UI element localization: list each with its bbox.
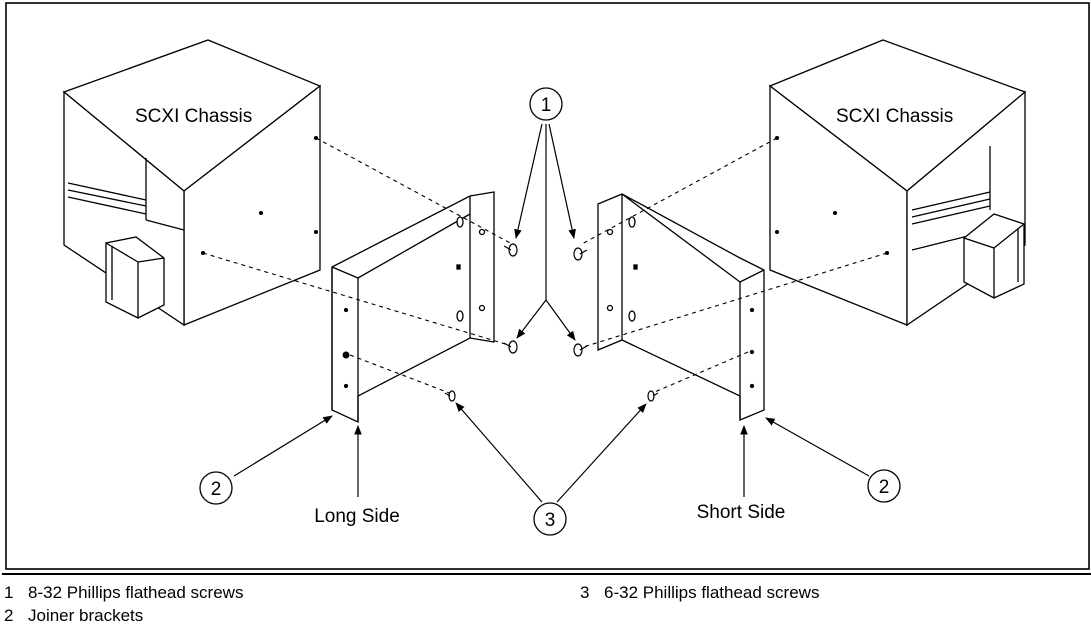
svg-text:1: 1 <box>541 95 552 116</box>
screw-8-32-lower-right <box>573 343 588 357</box>
callout-leaders <box>233 123 870 503</box>
chassis-right <box>768 39 1027 327</box>
legend-number: 1 <box>4 583 14 602</box>
callout-1: 1 <box>529 87 563 121</box>
legend-text: Joiner brackets <box>28 606 144 625</box>
legend-text: 6-32 Phillips flathead screws <box>604 583 820 602</box>
screws <box>444 243 659 402</box>
svg-text:2: 2 <box>211 479 222 500</box>
joiner-bracket-long <box>331 191 495 424</box>
screw-8-32-upper-left <box>503 243 518 257</box>
alignment-lines <box>202 137 888 395</box>
callout-2-left: 2 <box>199 471 233 505</box>
svg-text:3: 3 <box>545 510 556 531</box>
screw-6-32-left <box>444 390 456 402</box>
legend-text: 8-32 Phillips flathead screws <box>28 583 244 602</box>
callout-3: 3 <box>533 502 567 536</box>
figure-frame <box>5 2 1090 570</box>
long-side-label: Long Side <box>314 506 400 527</box>
legend-number: 2 <box>4 606 14 625</box>
screw-8-32-lower-left <box>503 340 518 354</box>
callout-2-right: 2 <box>867 469 901 503</box>
joiner-bracket-short <box>597 193 765 421</box>
legend: 1 8-32 Phillips flathead screws 2 Joiner… <box>2 573 1091 630</box>
short-side-label: Short Side <box>697 502 786 523</box>
chassis-right-label: SCXI Chassis <box>836 106 953 127</box>
chassis-left <box>62 39 322 327</box>
svg-text:2: 2 <box>879 477 890 498</box>
screw-6-32-right <box>647 390 659 402</box>
chassis-left-label: SCXI Chassis <box>135 106 252 127</box>
screw-8-32-upper-right <box>573 247 588 261</box>
legend-number: 3 <box>580 583 590 602</box>
